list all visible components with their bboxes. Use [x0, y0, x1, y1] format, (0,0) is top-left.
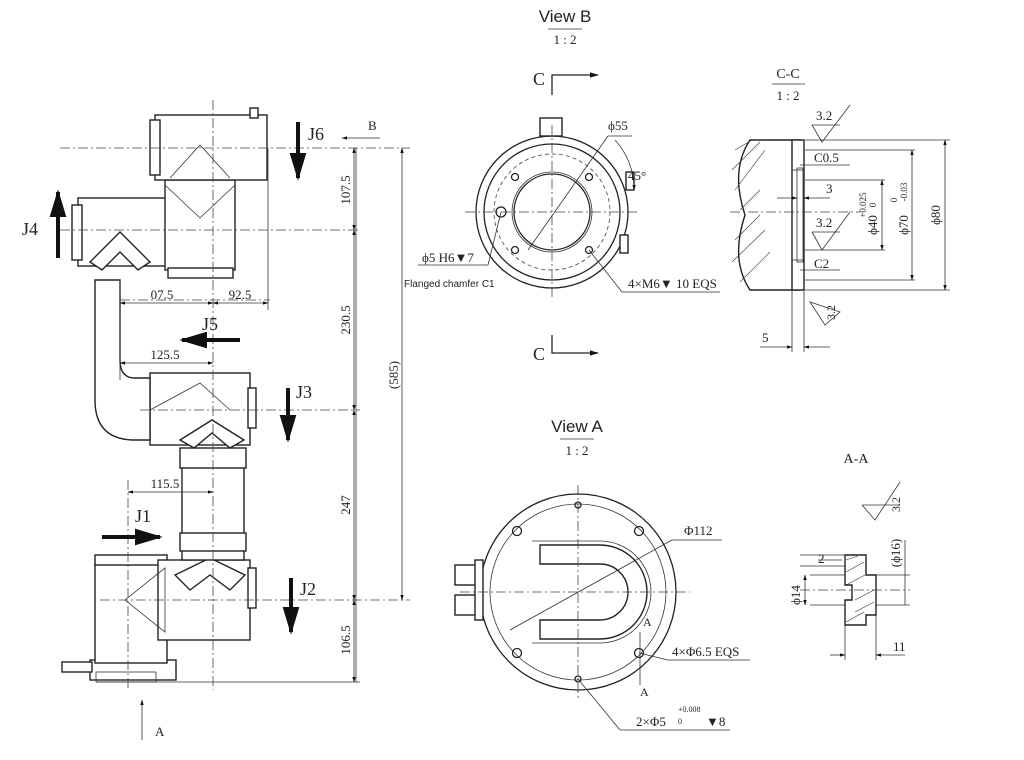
dim-115-5: 115.5	[151, 476, 180, 491]
view-b: View B 1 : 2 C C ϕ55 45° ϕ5 H6▼7 Flanged…	[404, 7, 720, 364]
view-a-holes-note: 4×Φ6.5 EQS	[672, 644, 739, 659]
section-cc-phi40-tol-up: +0.025	[858, 192, 868, 218]
view-b-angle45: 45°	[628, 168, 646, 183]
label-j1: J1	[135, 506, 151, 526]
section-cc-rough2: 3.2	[816, 215, 832, 230]
section-aa-phi14: ϕ14	[788, 585, 803, 605]
view-a-scale: 1 : 2	[565, 443, 588, 458]
view-a-pins-depth: ▼8	[706, 714, 725, 729]
view-b-thread-note: 4×M6▼ 10 EQS	[628, 276, 717, 291]
label-j2: J2	[300, 579, 316, 599]
label-j4: J4	[22, 219, 38, 239]
dim-125-5: 125.5	[150, 347, 179, 362]
section-aa: A-A 3.2 2 ϕ14 (ϕ16) 11	[788, 452, 910, 660]
section-cc-phi70-tol-up: 0	[889, 197, 899, 202]
section-cc-phi40-tol-low: 0	[868, 202, 878, 207]
view-b-phi55: ϕ55	[608, 118, 628, 133]
dim-92-5: 92.5	[229, 287, 252, 302]
section-cc-title: C-C	[776, 67, 799, 82]
section-aa-d2: 2	[818, 551, 825, 566]
section-cc-rough3: 3.2	[824, 305, 838, 320]
section-mark-c-top: C	[533, 69, 545, 89]
dim-07-5: 07.5	[151, 287, 174, 302]
label-j5: J5	[202, 314, 218, 334]
dim-107-5: 107.5	[338, 175, 353, 204]
section-cc-d5: 5	[762, 330, 769, 345]
view-a-title: View A	[551, 417, 603, 436]
dim-106-5: 106.5	[338, 625, 353, 654]
marker-a: A	[155, 724, 165, 739]
marker-b: B	[368, 118, 377, 133]
section-aa-d11: 11	[893, 639, 906, 654]
label-j3: J3	[296, 382, 312, 402]
view-b-title: View B	[539, 7, 592, 26]
section-cc-rough1: 3.2	[816, 108, 832, 123]
section-cc-phi70-tol-low: -0.03	[899, 182, 909, 201]
view-a-section-mark-top: A	[643, 615, 652, 629]
section-cc: C-C 1 : 2 ϕ80 ϕ70 0 -0.03 ϕ40 +0.025 0 3…	[730, 67, 950, 352]
dim-230-5: 230.5	[338, 305, 353, 334]
section-cc-c2: C2	[814, 256, 829, 271]
view-a-pins-tol-low: 0	[678, 717, 682, 726]
view-b-pin-hole: ϕ5 H6▼7	[422, 250, 474, 265]
view-a-phi112: Φ112	[684, 523, 713, 538]
view-b-scale: 1 : 2	[553, 32, 576, 47]
view-a-pins-note: 2×Φ5	[636, 714, 666, 729]
section-cc-phi40: ϕ40	[865, 215, 880, 235]
section-aa-rough: 3.2	[889, 497, 903, 512]
section-aa-title: A-A	[844, 452, 870, 467]
label-j6: J6	[308, 124, 324, 144]
view-b-chamfer-note: Flanged chamfer C1	[404, 279, 495, 290]
side-view: 107.5 230.5 247 106.5 (585) 07.5 92.5 12…	[22, 100, 410, 740]
section-aa-phi16: (ϕ16)	[888, 539, 903, 568]
section-cc-phi80: ϕ80	[928, 205, 943, 225]
section-cc-phi70: ϕ70	[896, 215, 911, 235]
dim-585: (585)	[386, 361, 401, 389]
dim-247: 247	[338, 495, 353, 515]
view-a-pins-tol-up: +0.008	[678, 705, 701, 714]
section-mark-c-bottom: C	[533, 344, 545, 364]
section-cc-c05: C0.5	[814, 150, 839, 165]
view-a-section-mark-bottom: A	[640, 685, 649, 699]
section-cc-scale: 1 : 2	[776, 88, 799, 103]
section-cc-d3: 3	[826, 181, 833, 196]
view-a: View A 1 : 2 Φ112 4×Φ6.5 EQS 2×Φ5 +0.008…	[454, 417, 750, 731]
